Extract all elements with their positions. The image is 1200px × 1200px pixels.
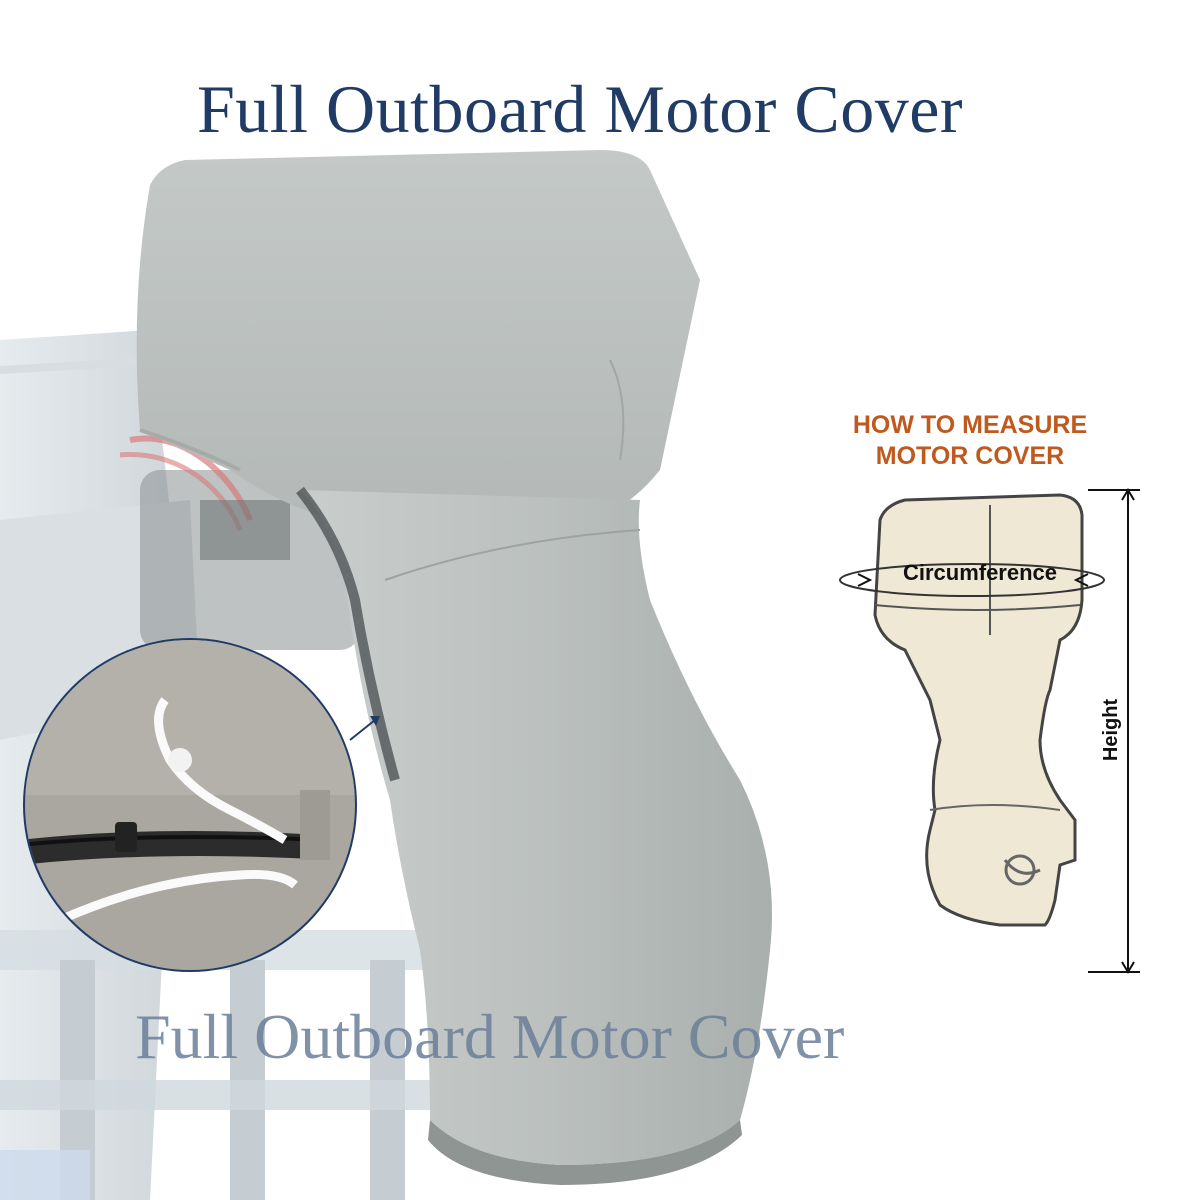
height-label: Height [1100,698,1122,762]
motor-cover [136,150,772,1185]
circumference-label: Circumference [902,560,1058,585]
zipper-detail-inset [23,638,380,972]
measure-title-line-1: HOW TO MEASURE [852,411,1088,439]
measure-guide-title: HOW TO MEASURE MOTOR COVER [800,410,1140,472]
watermark-text: Full Outboard Motor Cover [135,1001,845,1072]
motor-diagram [839,488,1140,974]
page-title: Full Outboard Motor Cover [196,71,964,147]
measure-title-line-2: MOTOR COVER [875,442,1065,470]
